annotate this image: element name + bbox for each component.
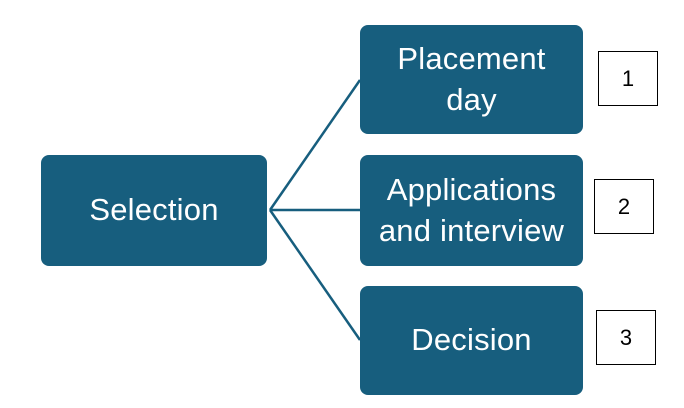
step-badge-1-label: 1: [621, 65, 635, 91]
selection-node: Selection: [41, 155, 267, 266]
step-badge-1: 1: [598, 51, 658, 106]
connector-to-placement-day: [268, 79, 362, 211]
decision-label: Decision: [411, 322, 532, 358]
step-badge-2: 2: [594, 179, 654, 234]
step-badge-3-label: 3: [619, 324, 633, 350]
selection-label: Selection: [89, 192, 219, 228]
decision-node: Decision: [360, 286, 583, 395]
step-badge-2-label: 2: [617, 193, 631, 219]
connector-to-decision: [268, 209, 362, 341]
step-badge-3: 3: [596, 310, 656, 365]
